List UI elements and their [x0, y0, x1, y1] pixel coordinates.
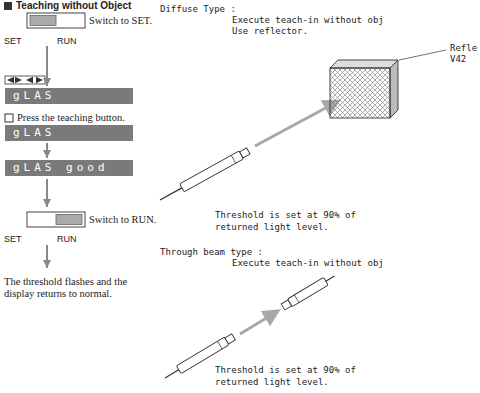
teach-step: Press the teaching button.: [4, 110, 174, 126]
display-bar: gLAS good: [5, 160, 133, 176]
flow-arrow: [46, 179, 48, 207]
mode-switch-run: [27, 212, 85, 227]
section-heading: Diffuse Type :: [160, 4, 236, 15]
threshold-note: Threshold is set at 90% of returned ligh…: [215, 364, 370, 388]
step-text: gLAS good: [13, 161, 109, 174]
step-text: Press the teaching button.: [17, 112, 125, 123]
switch-position: SET: [4, 234, 22, 245]
switch-position-text: RUN: [57, 36, 77, 46]
switch-position-text: RUN: [57, 234, 77, 244]
diffuse-sensor: [158, 147, 251, 204]
teach-button-icon: [5, 114, 13, 122]
step-text: Switch to RUN.: [89, 214, 156, 225]
switch-position: RUN: [57, 234, 77, 245]
display-bar: gLAS: [5, 88, 133, 104]
switch-position-text: SET: [4, 234, 22, 244]
receiver-sensor: [281, 272, 337, 311]
part-name-text: Refle: [450, 43, 477, 53]
switch-step: Switch to SET.: [27, 13, 197, 29]
instruction-note: Execute teach-in without obj: [232, 15, 384, 26]
reflector: [330, 60, 398, 118]
instruction-note: Execute teach-in without obj: [232, 258, 384, 269]
light-beam: [240, 314, 273, 334]
title-bullet: [4, 2, 12, 10]
part-number: V42: [450, 54, 466, 65]
section-heading-text: Through beam type :: [160, 247, 263, 257]
switch-position-text: SET: [4, 36, 22, 46]
step-text: gLAS: [13, 89, 56, 102]
threshold-note-text: Threshold is set at 90% of returned ligh…: [215, 210, 356, 232]
section-heading: Through beam type :: [160, 247, 263, 258]
result-note: The threshold flashes and the display re…: [4, 276, 146, 300]
flow-arrow: [46, 245, 48, 268]
threshold-note: Threshold is set at 90% of returned ligh…: [215, 209, 370, 233]
switch-step: Switch to RUN.: [27, 212, 197, 228]
display-bar: gLAS: [5, 125, 133, 141]
instruction-note-text: Use reflector.: [232, 26, 308, 36]
mode-switch-set: [27, 13, 85, 28]
step-text: gLAS: [13, 126, 56, 139]
instruction-note: Use reflector.: [232, 26, 308, 37]
switch-position: SET: [4, 36, 22, 47]
leader-line: [399, 50, 446, 60]
instruction-note-text: Execute teach-in without obj: [232, 258, 384, 268]
step-text: Switch to SET.: [89, 15, 152, 26]
switch-position: RUN: [57, 36, 77, 47]
step-text: The threshold flashes and the display re…: [4, 276, 127, 299]
section-heading-text: Diffuse Type :: [160, 4, 236, 14]
title-text: Teaching without Object: [16, 0, 131, 11]
part-name: Refle: [450, 43, 477, 54]
arrow-key-icon: [5, 76, 45, 84]
threshold-note-text: Threshold is set at 90% of returned ligh…: [215, 365, 356, 387]
flow-arrow: [46, 143, 48, 158]
title: Teaching without Object: [16, 0, 131, 11]
flow-arrow: [46, 46, 48, 86]
part-number-text: V42: [450, 54, 466, 64]
instruction-note-text: Execute teach-in without obj: [232, 15, 384, 25]
light-beam: [255, 104, 333, 146]
